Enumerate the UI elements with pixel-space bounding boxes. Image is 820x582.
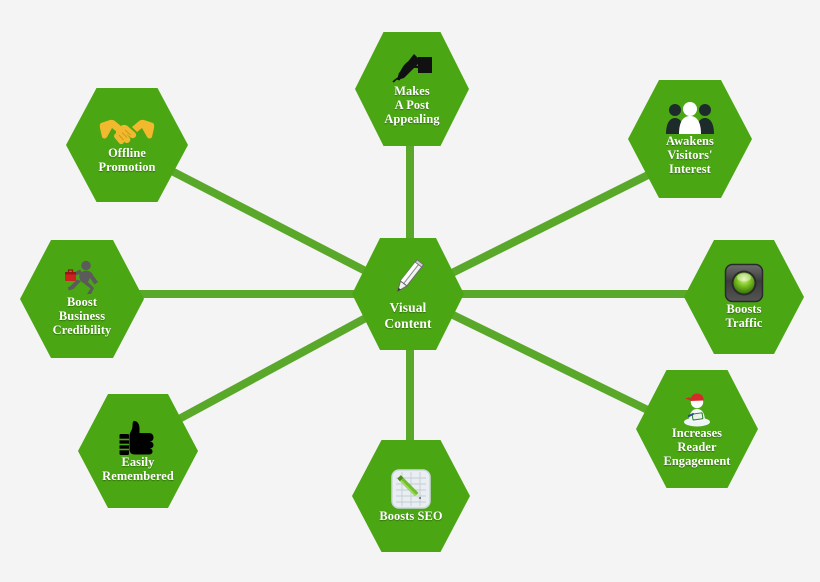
node-label: Awakens Visitors' Interest [666,134,714,176]
thumbs-up-icon [118,418,158,456]
node-boosts-traffic[interactable]: Boosts Traffic [684,240,804,354]
node-label: Boosts Traffic [725,302,763,330]
node-label: Visual Content [384,300,432,331]
edge-center-to-topright [408,156,680,298]
node-label: Makes A Post Appealing [384,84,440,126]
handshake-icon [99,115,155,147]
node-easily-remembered[interactable]: Easily Remembered [78,394,198,508]
node-label: Offline Promotion [98,146,156,174]
node-makes-a-post-appealing[interactable]: Makes A Post Appealing [355,32,469,146]
node-awakens-visitors-interest[interactable]: Awakens Visitors' Interest [628,80,752,198]
node-label: Increases Reader Engagement [663,426,731,468]
node-label: Boosts SEO [379,509,443,524]
hand-writing-icon [388,51,436,85]
three-people-icon [664,101,716,135]
reader-with-cap-icon [675,389,719,427]
node-label: Easily Remembered [102,455,174,483]
node-label: Boost Business Credibility [52,295,112,337]
pencil-icon [386,257,430,299]
running-businessman-icon [60,260,104,296]
notepad-pen-icon [390,468,432,510]
green-light-button-icon [724,263,764,303]
